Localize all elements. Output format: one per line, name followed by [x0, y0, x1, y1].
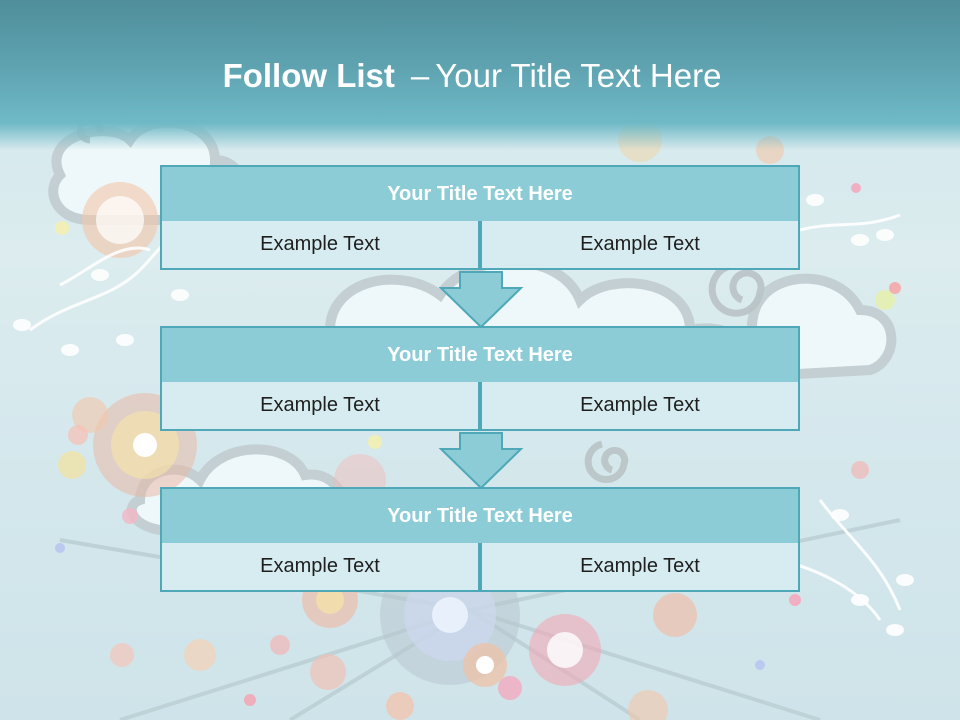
list-block-3: Your Title Text Here Example Text Exampl… [160, 487, 800, 592]
block-left-cell: Example Text [160, 382, 480, 431]
block-right-cell: Example Text [480, 382, 800, 431]
slide-title-strong: Follow List [222, 57, 395, 94]
down-arrow-2 [438, 432, 524, 490]
block-title: Your Title Text Here [160, 487, 800, 545]
block-right-cell: Example Text [480, 221, 800, 270]
down-arrow-1 [438, 271, 524, 329]
slide-title: Follow List–Your Title Text Here [0, 56, 944, 96]
list-block-2: Your Title Text Here Example Text Exampl… [160, 326, 800, 431]
block-title: Your Title Text Here [160, 165, 800, 223]
block-right-cell: Example Text [480, 543, 800, 592]
title-banner [0, 0, 960, 150]
slide-title-dash: – [410, 57, 430, 94]
list-block-1: Your Title Text Here Example Text Exampl… [160, 165, 800, 270]
block-left-cell: Example Text [160, 221, 480, 270]
slide-title-rest: Your Title Text Here [435, 57, 722, 94]
block-title: Your Title Text Here [160, 326, 800, 384]
block-left-cell: Example Text [160, 543, 480, 592]
